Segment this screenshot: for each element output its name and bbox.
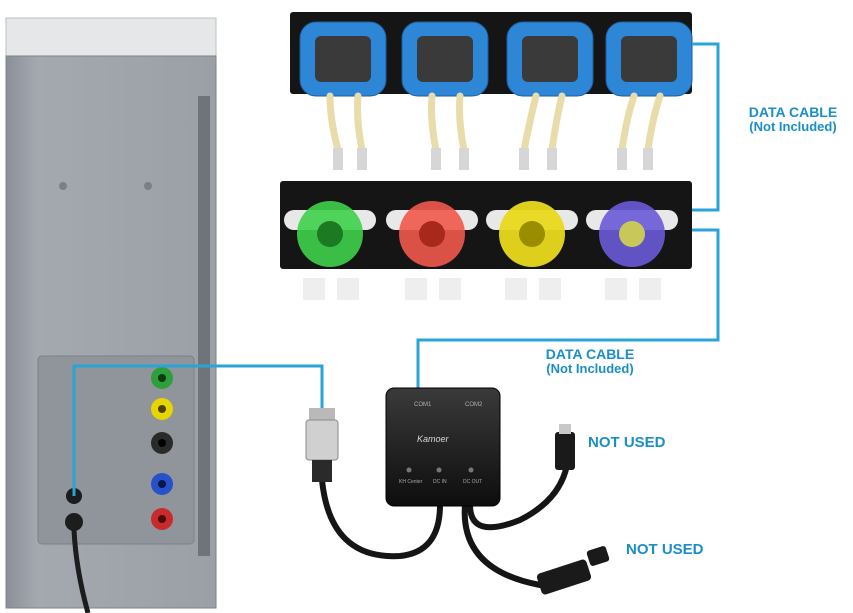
data-cable-subtitle-top: (Not Included) xyxy=(749,119,837,135)
dosing-pump-top xyxy=(290,12,693,170)
controller-hub: COM1 COM2 Kamoer KH Center DC IN DC OUT xyxy=(305,387,610,595)
pump-head-red xyxy=(386,201,478,300)
led-label-kh: KH Center xyxy=(399,479,423,485)
brand-logo: Kamoer xyxy=(417,434,450,444)
port-green xyxy=(151,367,173,389)
aviation-plug-icon xyxy=(305,408,339,482)
data-cable-lines xyxy=(72,42,720,496)
port-black xyxy=(151,432,173,454)
pump-head-green xyxy=(284,201,376,300)
led-label-dc-in: DC IN xyxy=(433,479,447,485)
cable-line-left xyxy=(72,364,324,496)
port-com1-label: COM1 xyxy=(414,402,432,408)
data-cable-title-top: DATA CABLE xyxy=(748,104,838,120)
data-cable-label-mid: DATA CABLE (Not Included) xyxy=(528,346,652,377)
port-yellow xyxy=(151,398,173,420)
dc-socket-icon xyxy=(536,546,610,595)
port-red xyxy=(151,508,173,530)
kh-tester-cabinet xyxy=(5,17,217,613)
cable-line-top xyxy=(692,42,720,212)
dosing-pump-bottom xyxy=(280,181,692,300)
not-used-label-2: NOT USED xyxy=(626,541,704,558)
pump-head-purple xyxy=(586,201,678,300)
cable-line-mid xyxy=(416,228,720,388)
data-cable-label-top: DATA CABLE (Not Included) xyxy=(735,104,851,135)
data-cable-subtitle-mid: (Not Included) xyxy=(546,361,634,377)
pump-head-yellow xyxy=(486,201,578,300)
port-com2-label: COM2 xyxy=(465,402,483,408)
dc-plug-icon xyxy=(555,424,575,470)
not-used-label-1: NOT USED xyxy=(588,434,666,451)
led-label-dc-out: DC OUT xyxy=(463,479,482,485)
port-blue xyxy=(151,473,173,495)
data-cable-title-mid: DATA CABLE xyxy=(545,346,635,362)
